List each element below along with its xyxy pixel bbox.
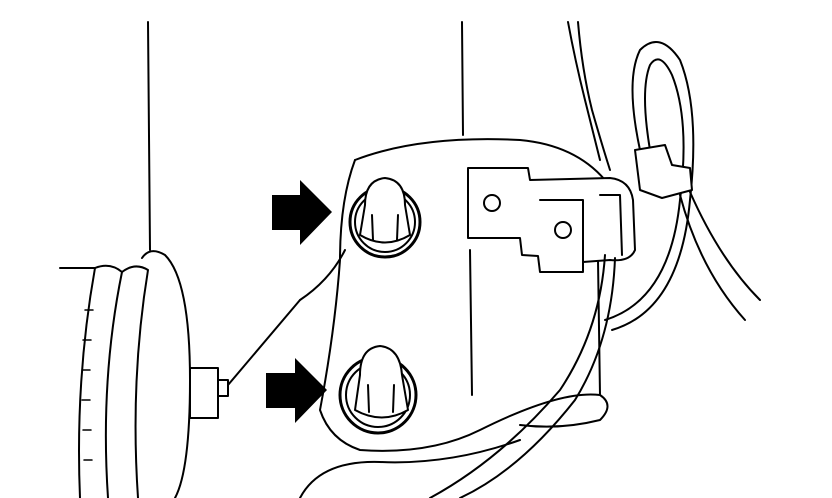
sensor-bracket [467, 167, 636, 273]
strut-body [147, 21, 611, 251]
sensor-cable [429, 41, 761, 498]
lower-bolt [338, 345, 418, 435]
steering-knuckle [299, 138, 609, 498]
bracket-hole [483, 194, 501, 212]
upper-bolt-arrow [272, 180, 332, 245]
lower-bolt-arrow [266, 358, 327, 423]
brake-disc [59, 250, 301, 498]
bracket-hole [554, 221, 572, 239]
upper-bolt [348, 177, 422, 259]
